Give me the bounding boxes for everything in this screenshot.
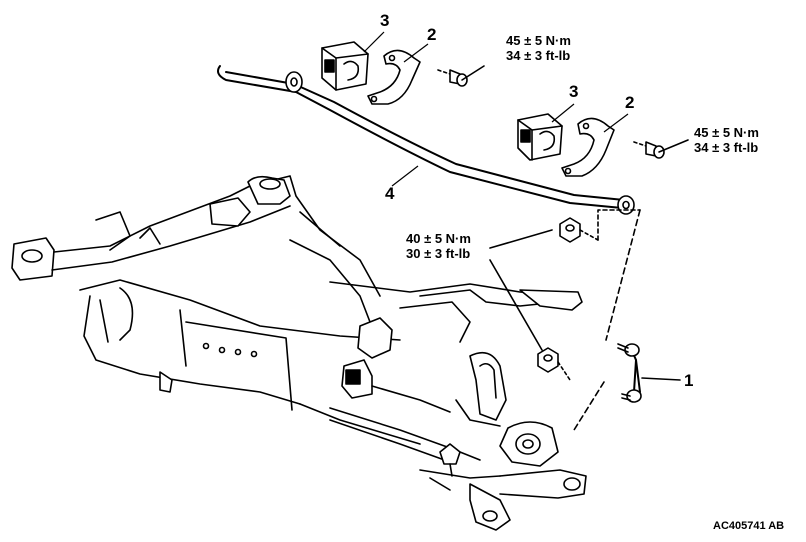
crossmember — [11, 175, 583, 445]
torque-imperial: 34 ± 3 ft-lb — [694, 140, 759, 155]
bracket-left — [367, 49, 421, 105]
torque-label-bracket-right: 45 ± 5 N·m 34 ± 3 ft-lb — [694, 125, 759, 155]
torque-imperial: 34 ± 3 ft-lb — [506, 48, 571, 63]
callout-2-right: 2 — [625, 93, 635, 112]
torque-metric: 45 ± 5 N·m — [694, 125, 759, 140]
stabilizer-link — [573, 209, 681, 431]
bushing-right — [517, 113, 563, 161]
torque-label-bracket-left: 45 ± 5 N·m 34 ± 3 ft-lb — [506, 33, 571, 63]
figure-code: AC405741 AB — [713, 520, 785, 532]
callout-3-left: 3 — [380, 11, 390, 30]
bushing-left — [321, 41, 369, 91]
knuckle-assembly — [329, 317, 587, 531]
torque-metric: 45 ± 5 N·m — [506, 33, 571, 48]
torque-metric: 40 ± 5 N·m — [406, 231, 471, 246]
bolt-left — [437, 65, 485, 87]
callout-1: 1 — [684, 371, 694, 390]
stabilizer-bar — [217, 65, 635, 215]
callout-2-left: 2 — [427, 25, 437, 44]
nut-lower — [537, 347, 571, 381]
bolt-right — [633, 139, 689, 159]
torque-imperial: 30 ± 3 ft-lb — [406, 246, 471, 261]
callout-4: 4 — [385, 184, 395, 203]
bracket-right — [561, 117, 615, 177]
torque-label-link-nut: 40 ± 5 N·m 30 ± 3 ft-lb — [406, 231, 471, 261]
nut-upper — [559, 209, 641, 243]
leader-torque-40-a — [489, 229, 553, 249]
callout-3-right: 3 — [569, 82, 579, 101]
